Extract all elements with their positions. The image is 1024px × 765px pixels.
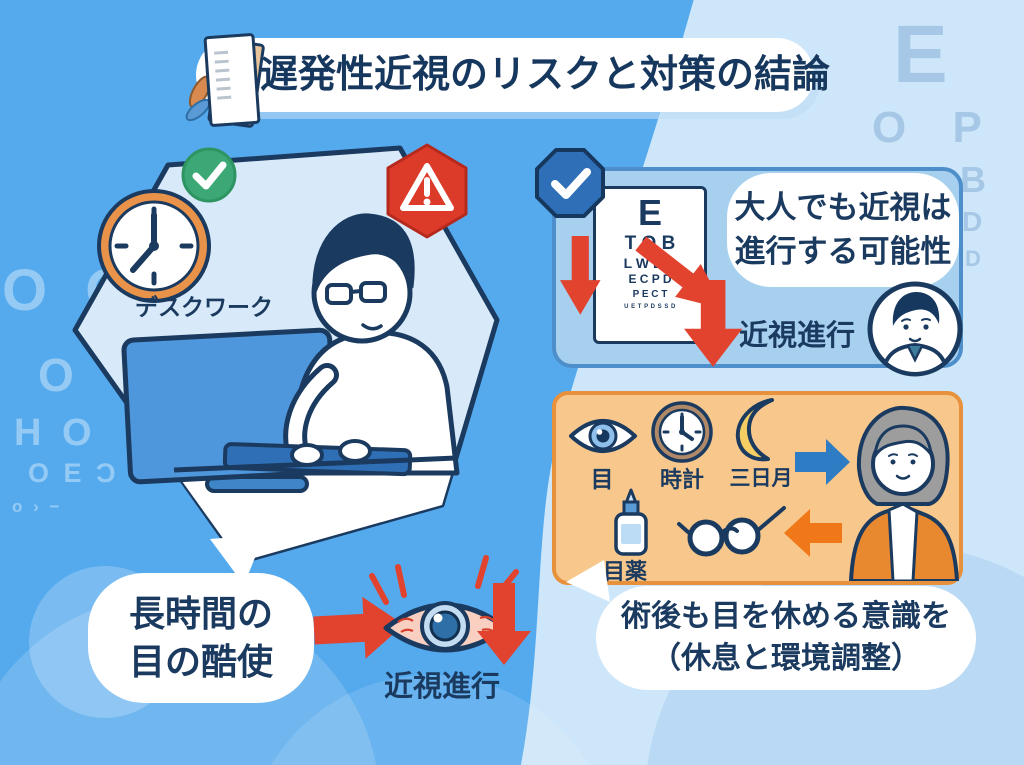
- page-title: 遅発性近視のリスクと対策の結論: [260, 54, 831, 96]
- speech-bubble-tail: [210, 535, 264, 585]
- eye-chart-row: P E C T: [632, 289, 668, 301]
- bubble-text: 目の酷使: [128, 641, 273, 682]
- doctor-avatar: [867, 281, 963, 377]
- glasses-bridge: [350, 289, 362, 294]
- bubble-text: 大人でも近視は: [734, 189, 952, 225]
- background-eye-chart-letter: B: [960, 159, 986, 200]
- speech-bubble-tail: [566, 560, 610, 602]
- background-eye-chart-letter: E: [893, 9, 948, 100]
- person-hand: [290, 443, 324, 467]
- eye-chart-card: E T O B L W E D E C P D P E C T U E T P …: [593, 186, 707, 344]
- person-hair: [312, 213, 415, 297]
- down-arrow-icon: [477, 583, 531, 665]
- elderly-woman-avatar: [849, 405, 959, 581]
- background-eye-chart-letter: O E Ɔ: [28, 458, 116, 488]
- check-circle-icon: [181, 147, 237, 203]
- eye-chart-row: U E T P D S S D: [624, 303, 676, 310]
- background-eye-chart-letter: D: [965, 246, 981, 271]
- eye-drops-label: 目薬: [602, 559, 647, 584]
- document-icon: [185, 33, 265, 128]
- glasses-icon: [677, 506, 786, 557]
- clock-icon: [97, 189, 211, 303]
- background-eye-chart-letter: O P: [872, 103, 982, 152]
- down-arrow-icon: [560, 236, 601, 315]
- background-blob: [271, 675, 589, 765]
- background-eye-chart-letter: o › −: [12, 497, 60, 516]
- right-arrow-icon: [795, 439, 850, 485]
- check-octagon-icon: [535, 148, 605, 218]
- right-arrow-icon: [313, 596, 404, 659]
- left-arrow-icon: [784, 509, 842, 557]
- background-eye-chart-letter: D: [962, 206, 983, 237]
- title-banner: 遅発性近視のリスクと対策の結論: [185, 33, 831, 128]
- bubble-text: 長時間の: [128, 593, 273, 635]
- myopia-progress-label: 近視進行: [738, 320, 855, 352]
- eye-chart-row: E: [637, 192, 662, 233]
- myopia-progress-label: 近視進行: [383, 671, 500, 703]
- speech-bubble: 術後も目を休める意識を （休息と環境調整）: [596, 586, 976, 690]
- desk-work-label: デスクワーク: [135, 294, 273, 320]
- glasses-lens: [325, 283, 353, 305]
- speech-bubble: 大人でも近視は 進行する可能性: [727, 173, 959, 287]
- background-eye-chart-letter: H O: [14, 412, 92, 454]
- warning-badge-icon: [386, 143, 468, 239]
- background-eye-chart-letter: O: [38, 349, 74, 401]
- bubble-text: 進行する可能性: [734, 234, 952, 269]
- moon-label: 三日月: [729, 467, 793, 490]
- eye-label: 目: [590, 466, 614, 492]
- person-hand: [338, 439, 372, 463]
- bubble-text: （休息と環境調整）: [651, 642, 921, 675]
- eye-drops-icon: [614, 488, 648, 556]
- eye-icon: [569, 419, 637, 453]
- person-smile: [361, 323, 383, 331]
- eye-chart-row: E C P D: [628, 272, 672, 287]
- bubble-text: 術後も目を休める意識を: [621, 600, 951, 633]
- clock-label: 時計: [659, 467, 704, 492]
- speech-bubble: 長時間の 目の酷使: [88, 573, 314, 703]
- clock-icon: [651, 401, 713, 463]
- paper-front: [203, 33, 261, 127]
- crescent-moon-icon: [735, 398, 774, 462]
